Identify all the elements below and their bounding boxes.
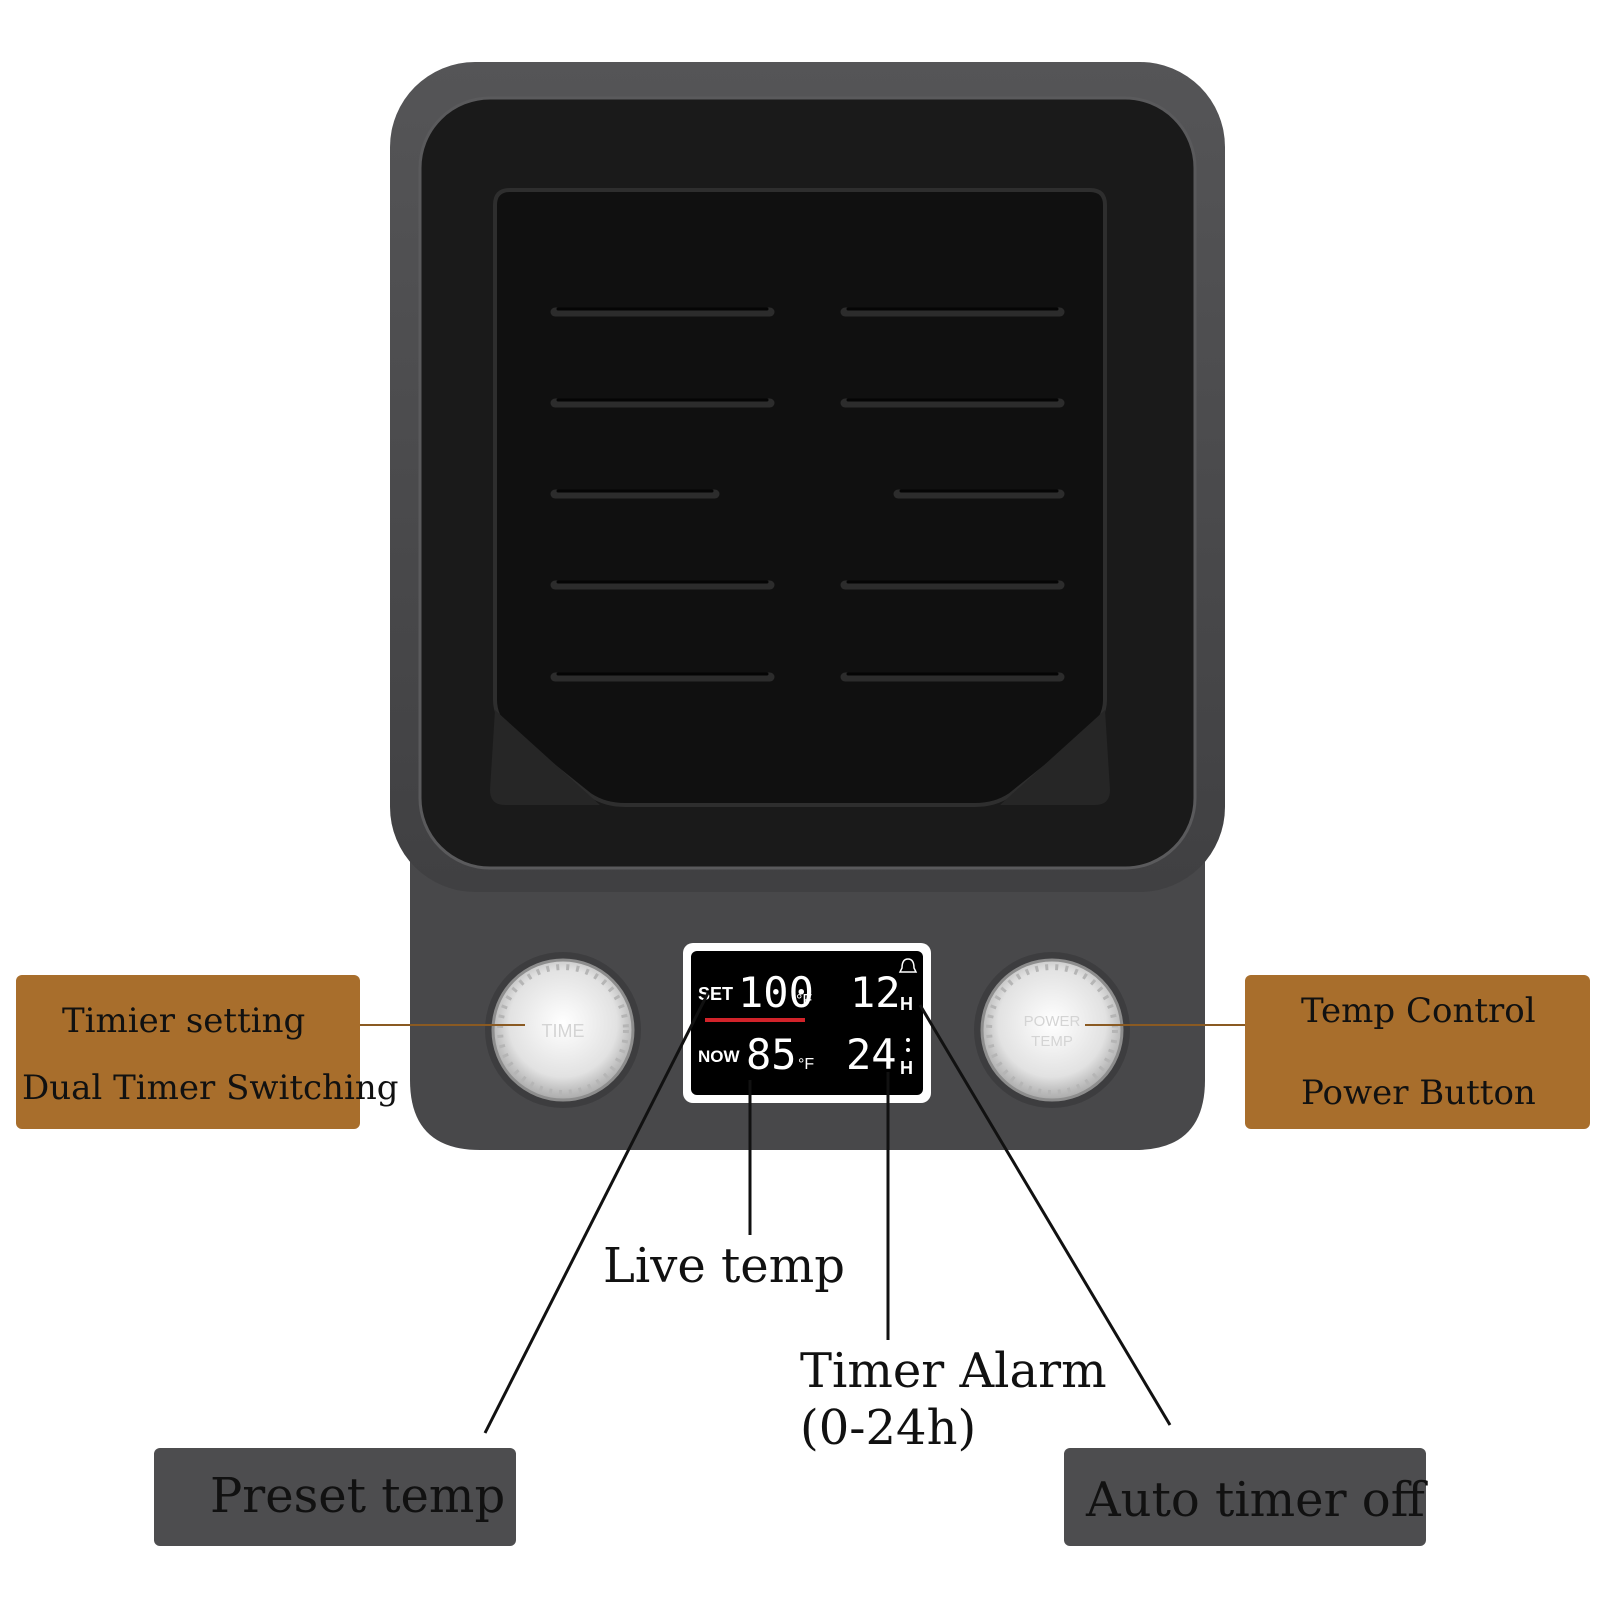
leader-preset-temp (483, 992, 710, 1434)
lcd-timer1-unit: H (900, 994, 913, 1014)
lcd-timer2-unit: H (900, 1058, 913, 1078)
leader-lines (360, 992, 1245, 1434)
tray-corner-left (490, 710, 600, 805)
lcd-now-label: NOW (698, 1047, 741, 1066)
power-knob-label: POWER (1024, 1013, 1081, 1030)
time-knob-label: TIME (542, 1021, 585, 1041)
callout-timer-setting: Timier setting Dual Timer Switching (16, 975, 399, 1129)
lcd-red-bar (705, 1018, 805, 1022)
callout-preset-temp: Preset temp (154, 1448, 516, 1546)
temp-control-text: Temp Control (1301, 991, 1536, 1031)
preset-temp-text: Preset temp (210, 1468, 506, 1524)
lcd-now-temp: 85 (746, 1030, 797, 1079)
power-button-text: Power Button (1301, 1073, 1536, 1113)
lcd-set-label: SET (698, 984, 733, 1004)
lcd-timer2: 24 (846, 1030, 897, 1079)
vent-slots (550, 307, 1065, 682)
dual-timer-text: Dual Timer Switching (22, 1068, 399, 1108)
auto-timer-off-text: Auto timer off (1086, 1472, 1425, 1528)
timer-alarm-range-label: (0-24h) (800, 1400, 977, 1456)
callout-temp-control: Temp Control Power Button (1245, 975, 1590, 1129)
lcd-display: SET 100 °F 12 H NOW 85 °F 24 H (683, 943, 931, 1103)
lcd-set-temp: 100 (738, 968, 814, 1017)
temp-knob-label: TEMP (1031, 1033, 1073, 1050)
bell-icon (898, 958, 918, 973)
live-temp-label: Live temp (603, 1238, 845, 1294)
lcd-set-unit: °F (796, 992, 812, 1009)
time-knob[interactable]: TIME (485, 952, 641, 1108)
timer-alarm-label: Timer Alarm (800, 1343, 1107, 1399)
power-temp-knob[interactable]: POWER TEMP (974, 952, 1130, 1108)
lcd-timer1: 12 (850, 968, 901, 1017)
tray-corner-right (1000, 710, 1110, 805)
tray (493, 188, 1107, 807)
callout-auto-timer-off: Auto timer off (1064, 1448, 1426, 1546)
leader-auto-timer-off (918, 1004, 1172, 1426)
lcd-now-unit: °F (798, 1056, 814, 1073)
timer-setting-text: Timier setting (62, 1001, 306, 1041)
